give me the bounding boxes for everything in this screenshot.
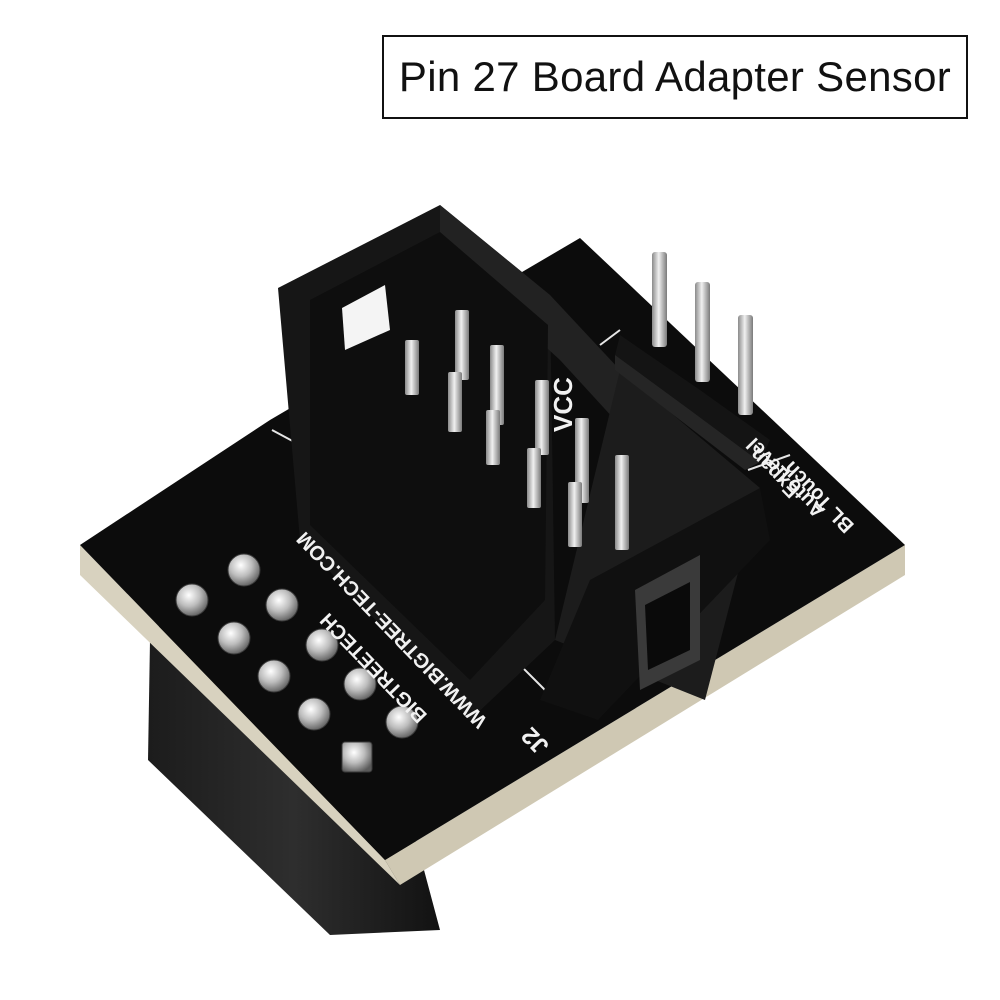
solder-joints: [175, 553, 419, 773]
title-text: Pin 27 Board Adapter Sensor: [398, 53, 952, 100]
title-box: Pin 27 Board Adapter Sensor: [382, 35, 968, 119]
box-header-connector: [278, 205, 770, 720]
three-pin-header: [615, 252, 770, 470]
box-header-pins: [405, 310, 629, 550]
pcb-edge: [80, 545, 905, 885]
pcb-vcc-label: VCC: [548, 377, 578, 432]
